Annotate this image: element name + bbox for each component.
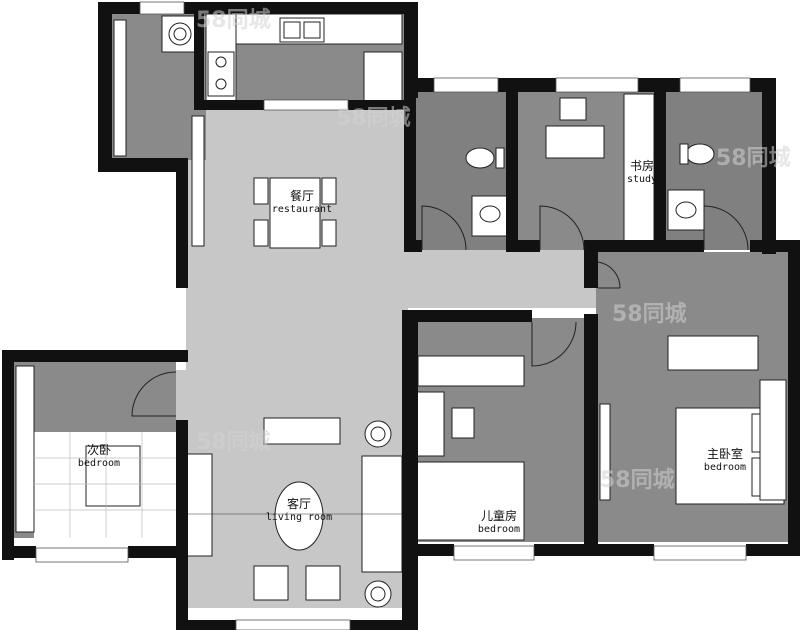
dining-table bbox=[269, 177, 321, 249]
label-restaurant-en: restaurant bbox=[271, 203, 333, 215]
dining-chair bbox=[321, 177, 337, 205]
master-wardrobe bbox=[667, 335, 759, 371]
study-bookshelf bbox=[623, 93, 655, 245]
parquet-pattern bbox=[34, 432, 176, 538]
label-kids-room-cn: 儿童房 bbox=[480, 509, 517, 523]
label-kids-room: 儿童房 bedroom bbox=[464, 509, 534, 535]
label-study-cn: 书房 bbox=[629, 159, 654, 173]
label-living-room: 客厅 living room bbox=[254, 497, 344, 523]
armchair bbox=[305, 565, 341, 601]
dining-chair bbox=[253, 219, 269, 247]
label-second-bedroom-en: bedroom bbox=[77, 457, 121, 469]
second-wardrobe bbox=[15, 365, 35, 533]
master-side-cabinet bbox=[759, 379, 787, 501]
windows bbox=[35, 1, 751, 630]
kids-chair bbox=[451, 407, 475, 439]
label-study: 书房 study bbox=[612, 159, 672, 185]
label-second-bedroom-cn: 次卧 bbox=[86, 443, 111, 457]
label-second-bedroom: 次卧 bedroom bbox=[64, 443, 134, 469]
coffee-table bbox=[263, 417, 341, 445]
kids-bed bbox=[415, 461, 525, 541]
label-kids-room-en: bedroom bbox=[477, 523, 521, 535]
doors bbox=[131, 205, 749, 417]
bedside-tv-cabinet bbox=[599, 403, 611, 501]
bathroom-1-door bbox=[421, 205, 467, 251]
dining-chair bbox=[253, 177, 269, 205]
label-master-bedroom: 主卧室 bedroom bbox=[690, 447, 760, 473]
kids-wardrobe bbox=[417, 355, 525, 387]
label-restaurant-cn: 餐厅 bbox=[289, 189, 314, 203]
dining-sideboard bbox=[191, 115, 205, 247]
label-restaurant: 餐厅 restaurant bbox=[262, 189, 342, 215]
dining-chair bbox=[321, 219, 337, 247]
laundry-cabinet bbox=[113, 19, 127, 157]
kids-desk bbox=[415, 391, 445, 457]
tv-cabinet bbox=[185, 453, 213, 557]
fridge bbox=[363, 51, 403, 105]
label-living-room-en: living room bbox=[265, 511, 333, 523]
kids-door bbox=[531, 321, 577, 367]
study-door bbox=[539, 205, 585, 251]
armchair bbox=[253, 565, 289, 601]
second-bedroom-door bbox=[131, 371, 177, 417]
toilet-icon bbox=[685, 143, 715, 165]
second-bed bbox=[85, 445, 141, 507]
bathroom-2-door bbox=[703, 205, 749, 251]
study-desk bbox=[545, 125, 605, 159]
living-rug bbox=[274, 481, 324, 551]
furniture bbox=[15, 13, 787, 608]
toilet-icon bbox=[465, 147, 495, 169]
label-master-bedroom-cn: 主卧室 bbox=[706, 447, 743, 461]
study-chair bbox=[559, 97, 587, 121]
label-living-room-cn: 客厅 bbox=[286, 497, 311, 511]
label-study-en: study bbox=[626, 173, 658, 185]
label-master-bedroom-en: bedroom bbox=[703, 461, 747, 473]
